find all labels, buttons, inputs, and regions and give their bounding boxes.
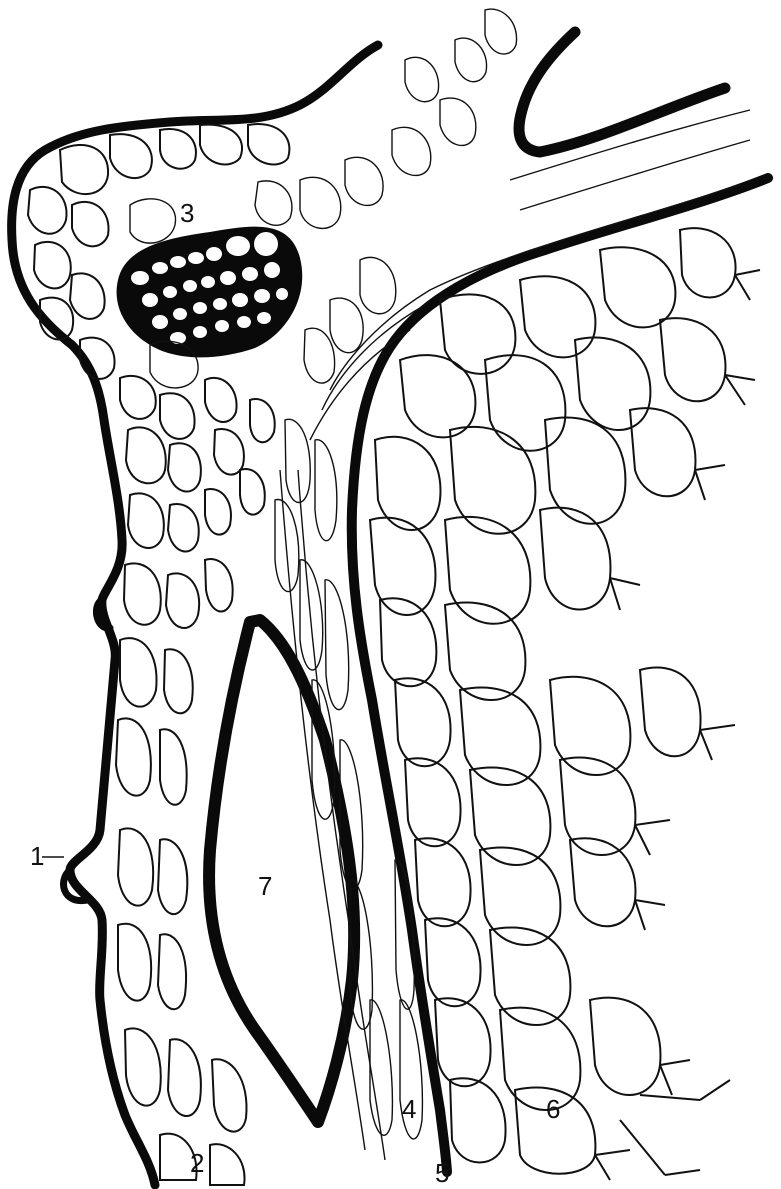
label-5: 5 bbox=[435, 1158, 449, 1188]
label-4: 4 bbox=[402, 1094, 416, 1124]
label-7: 7 bbox=[258, 871, 272, 901]
label-3: 3 bbox=[180, 198, 194, 228]
label-6: 6 bbox=[546, 1094, 560, 1124]
label-2: 2 bbox=[190, 1148, 204, 1178]
label-1: 1 bbox=[30, 841, 44, 871]
